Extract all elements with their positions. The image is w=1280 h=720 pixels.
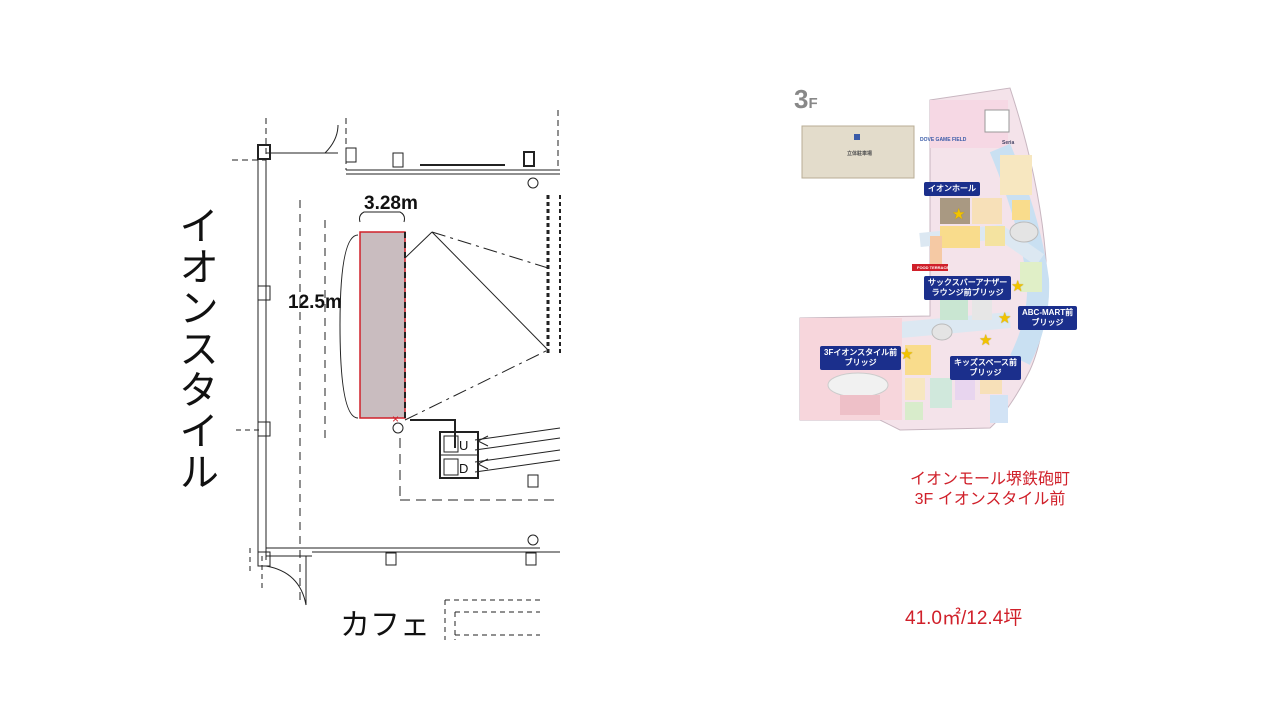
side-label: イオンスタイル <box>172 205 218 492</box>
width-dimension: 3.28m <box>364 193 418 214</box>
booth-space <box>359 231 406 419</box>
star-icon: ★ <box>1011 278 1025 295</box>
svg-text:×: × <box>392 412 399 426</box>
floor-indicator: 3F <box>794 84 818 114</box>
callout-abc-mart-bridge: ABC-MART前 ブリッジ <box>1018 306 1078 330</box>
callout-aeon-hall: イオンホール <box>924 182 980 196</box>
star-icon: ★ <box>998 310 1012 327</box>
seria-label: Seria <box>1002 140 1015 146</box>
cafe-label: カフェ <box>340 608 430 643</box>
parking-label: 立体駐車場 <box>847 151 873 157</box>
floor-plan: U D × <box>232 110 561 640</box>
length-dimension: 12.5m <box>288 292 342 313</box>
area-size: 41.0㎡/12.4坪 <box>905 608 1023 629</box>
food-terrace-label: FOOD TERRACE <box>917 265 949 270</box>
svg-text:D: D <box>459 461 468 476</box>
star-icon: ★ <box>979 332 993 349</box>
star-icon: ★ <box>900 346 914 363</box>
callout-aeon-style-bridge: 3Fイオンスタイル前 ブリッジ <box>820 346 902 370</box>
callout-kids-space-bridge: キッズスペース前 ブリッジ <box>950 356 1022 380</box>
game-field-label: DOVE GAME FIELD <box>920 137 967 143</box>
column-marker <box>392 422 404 434</box>
venue-name: イオンモール堺鉄砲町 <box>909 471 1070 488</box>
star-icon: ★ <box>952 206 966 223</box>
venue-location: 3F イオンスタイル前 <box>914 491 1066 508</box>
mall-map <box>799 87 1050 431</box>
svg-text:U: U <box>459 438 468 453</box>
callout-sacks-bar-bridge: サックスバーアナザー ラウンジ前ブリッジ <box>924 276 1012 300</box>
